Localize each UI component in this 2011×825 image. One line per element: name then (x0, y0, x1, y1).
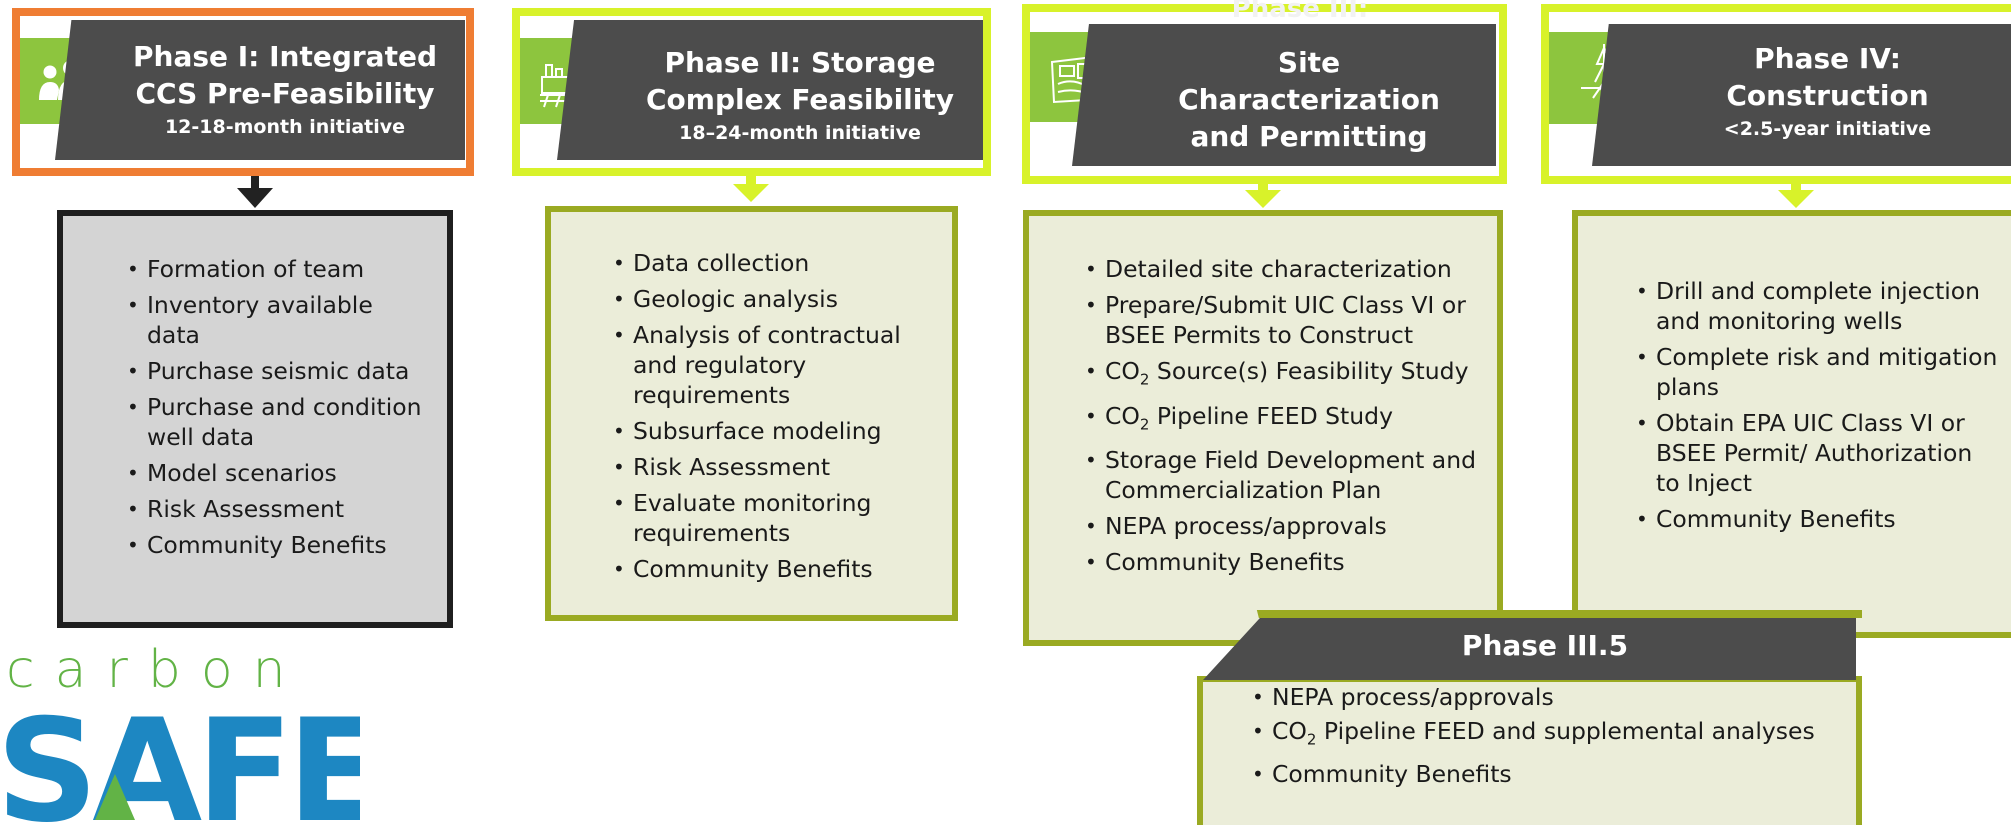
co2-subscript: 2 (1306, 730, 1317, 749)
co2-subscript: 2 (1139, 415, 1150, 434)
phase-3-header: Site Characterization and Permitting (1072, 24, 1496, 166)
phase-1-box: Formation of team Inventory available da… (57, 210, 453, 628)
phase-2-list: Data collection Geologic analysis Analys… (611, 248, 938, 584)
co2-pipeline-text: Pipeline FEED Study (1149, 401, 1393, 430)
list-item: Community Benefits (125, 530, 427, 560)
co2-source-text: Source(s) Feasibility Study (1149, 357, 1469, 385)
list-item: Complete risk and mitigation plans (1634, 342, 2003, 402)
list-item: Evaluate monitoring requirements (611, 488, 938, 548)
phase-3-5-content: NEPA process/approvals CO2 Pipeline FEED… (1250, 682, 1850, 825)
logo-safe-wordmark: SAFE (0, 696, 360, 825)
phase-3-list: Detailed site characterization Prepare/S… (1083, 254, 1487, 577)
phase-2-subtitle: 18–24-month initiative (679, 122, 921, 144)
phase-4-list: Drill and complete injection and monitor… (1634, 276, 2003, 534)
phase-3-connector (1258, 184, 1268, 192)
phase-1-title-line-1: Phase I: Integrated (132, 40, 437, 73)
phase-3-5-header-border (1256, 610, 1862, 618)
list-item: Obtain EPA UIC Class VI or BSEE Permit/ … (1634, 408, 2003, 498)
phase-3-5-list: NEPA process/approvals CO2 Pipeline FEED… (1250, 682, 1850, 789)
phase-3-title-line-2: Characterization (1178, 83, 1440, 116)
phase-4-subtitle: <2.5-year initiative (1723, 118, 1932, 140)
carbon-safe-logo: carbon SAFE (0, 640, 360, 825)
phase-3-frame (1022, 4, 1507, 184)
list-item: Risk Assessment (611, 452, 938, 482)
phase-2-box: Data collection Geologic analysis Analys… (545, 206, 958, 621)
list-item: Prepare/Submit UIC Class VI or BSEE Perm… (1083, 290, 1487, 350)
list-item: Risk Assessment (125, 494, 427, 524)
phase-2-title-line-1: Phase II: Storage (664, 46, 936, 79)
list-item: Storage Field Development and Commercial… (1083, 445, 1487, 505)
phase-3-title-line-3: and Permitting (1190, 120, 1428, 153)
list-item: Drill and complete injection and monitor… (1634, 276, 2003, 336)
phase-4-box: Drill and complete injection and monitor… (1572, 210, 2011, 638)
phase-4-title-line-1: Phase IV: (1754, 42, 1901, 75)
logo-carbon-text: carbon (6, 640, 306, 700)
phase-3-title-top: Phase III: (1231, 0, 1369, 24)
list-item: Model scenarios (125, 458, 427, 488)
phase-3-5-header (1203, 616, 1856, 680)
list-item: Community Benefits (1083, 547, 1487, 577)
list-item: Data collection (611, 248, 938, 278)
phase-4-connector (1791, 184, 1801, 192)
list-item: Purchase seismic data (125, 356, 427, 386)
phase-1-connector (251, 176, 259, 190)
phase-1-arrow (237, 188, 273, 208)
phase-4-frame (1541, 4, 2011, 184)
list-item: Community Benefits (1634, 504, 2003, 534)
list-item: Community Benefits (611, 554, 938, 584)
phase-1-list: Formation of team Inventory available da… (125, 254, 427, 560)
phase-1-header: Phase I: Integrated CCS Pre-Feasibility … (55, 20, 465, 160)
list-item: Subsurface modeling (611, 416, 938, 446)
list-item: NEPA process/approvals (1250, 682, 1850, 712)
phase-3-title-line-1: Site (1277, 46, 1341, 79)
phase-2-connector (746, 176, 756, 186)
list-item: Geologic analysis (611, 284, 938, 314)
list-item: CO2 Pipeline FEED Study (1083, 401, 1487, 440)
list-item: Analysis of contractual and regulatory r… (611, 320, 938, 410)
co2-prefix: CO (1105, 401, 1140, 430)
co2-prefix: CO (1272, 717, 1307, 745)
list-item: Purchase and condition well data (125, 392, 427, 452)
phase-4-header: Phase IV: Construction <2.5-year initiat… (1592, 24, 2011, 166)
logo-safe-text: SAFE (0, 696, 360, 825)
phase-2-title-line-2: Complex Feasibility (645, 83, 954, 116)
list-item: Inventory available data (125, 290, 427, 350)
co2-prefix: CO (1105, 357, 1140, 385)
list-item: Detailed site characterization (1083, 254, 1487, 284)
list-item: Community Benefits (1250, 759, 1850, 789)
phase-1-frame (12, 8, 474, 176)
phase-4-title-line-2: Construction (1726, 79, 1929, 112)
phase-1-title-line-2: CCS Pre-Feasibility (135, 77, 435, 110)
list-item: CO2 Source(s) Feasibility Study (1083, 356, 1487, 395)
phase-2-frame (512, 8, 991, 176)
list-item: NEPA process/approvals (1083, 511, 1487, 541)
phase-1-subtitle: 12-18-month initiative (164, 116, 406, 138)
phase-4-arrow (1778, 190, 1814, 208)
phase-2-arrow (733, 184, 769, 202)
co2-pipeline-text: Pipeline FEED and supplemental analyses (1316, 717, 1815, 745)
phase-3-5-title: Phase III.5 (1461, 629, 1629, 662)
list-item: CO2 Pipeline FEED and supplemental analy… (1250, 716, 1850, 755)
phase-3-box: Detailed site characterization Prepare/S… (1023, 210, 1503, 646)
phase-2-header: Phase II: Storage Complex Feasibility 18… (557, 20, 983, 160)
list-item: Formation of team (125, 254, 427, 284)
phase-3-arrow (1245, 190, 1281, 208)
co2-subscript: 2 (1139, 370, 1150, 389)
